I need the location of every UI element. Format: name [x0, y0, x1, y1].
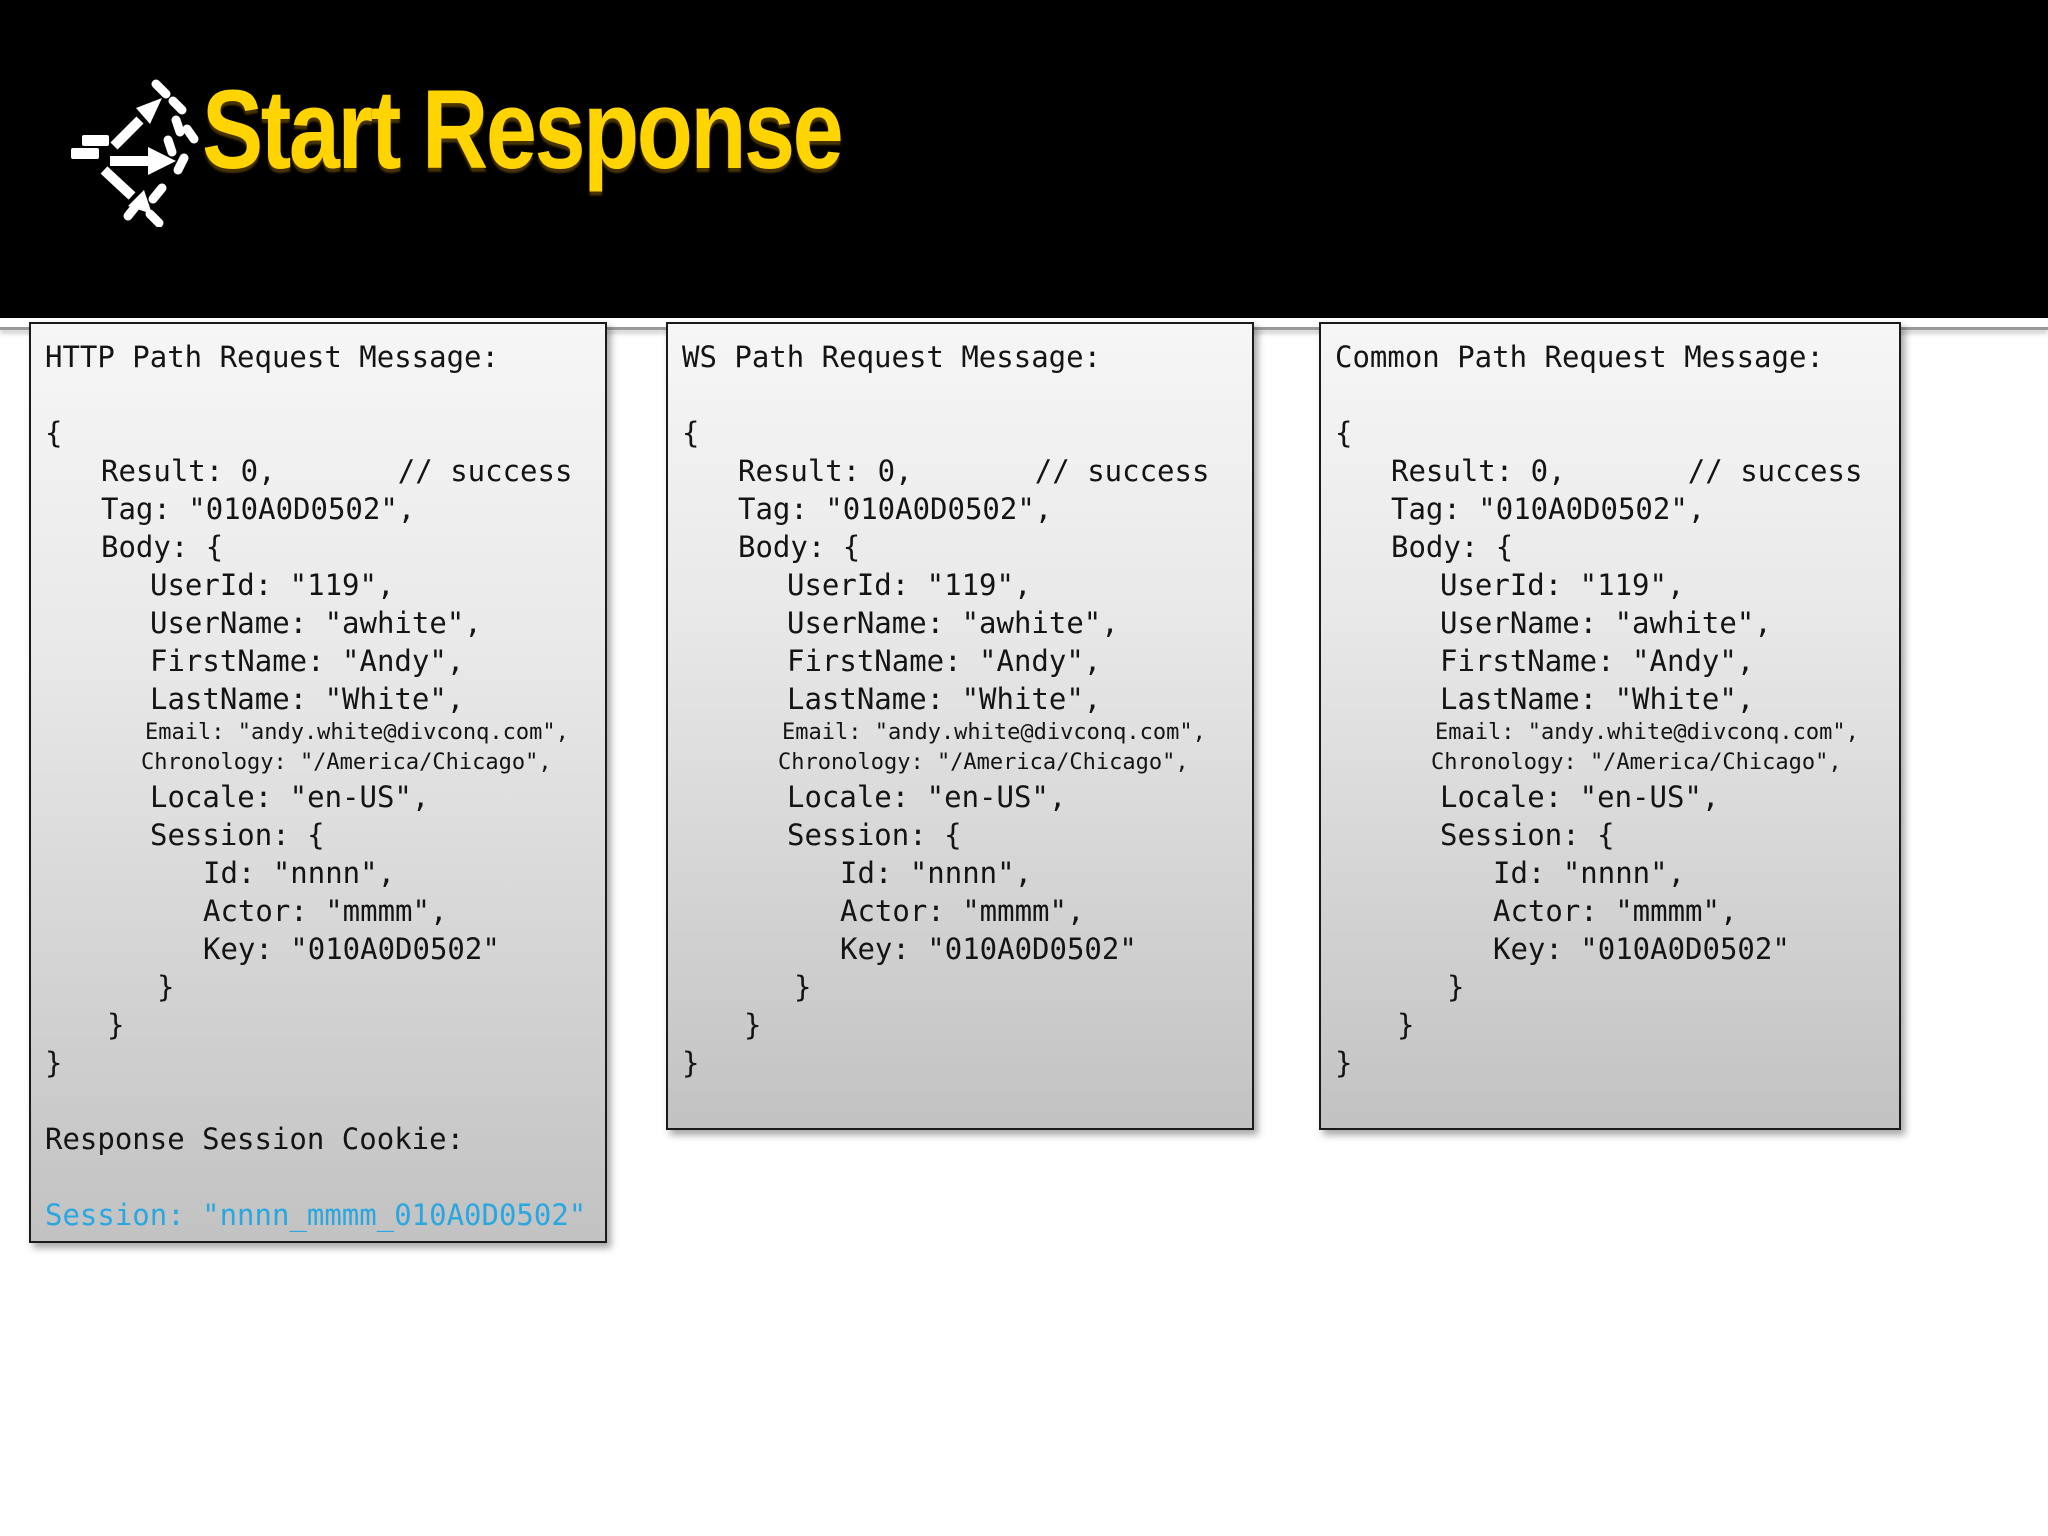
code-line: } [107, 1008, 125, 1042]
code-line: } [1447, 970, 1465, 1004]
code-line: } [45, 1046, 63, 1080]
code-line: Actor: "mmmm", [203, 894, 448, 928]
code-line: Email: "andy.white@divconq.com", [145, 720, 569, 745]
slide-header: Start Response [0, 0, 2048, 318]
http-path-message-panel: HTTP Path Request Message: { Result: 0, /… [29, 322, 607, 1243]
code-line: Result: 0, // success [1391, 454, 1863, 488]
panel-title: WS Path Request Message: [682, 340, 1102, 374]
code-line: FirstName: "Andy", [787, 644, 1102, 678]
code-line: Result: 0, // success [101, 454, 573, 488]
ws-path-message-panel: WS Path Request Message: { Result: 0, // … [666, 322, 1254, 1130]
code-line: Key: "010A0D0502" [1493, 932, 1790, 966]
code-line: Key: "010A0D0502" [840, 932, 1137, 966]
code-line: LastName: "White", [787, 682, 1102, 716]
code-line: Locale: "en-US", [150, 780, 430, 814]
code-line: Locale: "en-US", [1440, 780, 1720, 814]
panel-title: Common Path Request Message: [1335, 340, 1824, 374]
code-line: Chronology: "/America/Chicago", [778, 750, 1189, 775]
code-line: Result: 0, // success [738, 454, 1210, 488]
code-line: Session: { [150, 818, 325, 852]
code-line: Session: { [787, 818, 962, 852]
response-session-cookie-heading: Response Session Cookie: [45, 1122, 465, 1156]
code-line: LastName: "White", [1440, 682, 1755, 716]
code-line: Email: "andy.white@divconq.com", [782, 720, 1206, 745]
code-line: UserId: "119", [787, 568, 1032, 602]
code-line: FirstName: "Andy", [1440, 644, 1755, 678]
code-line: UserId: "119", [1440, 568, 1685, 602]
code-line: } [1335, 1046, 1353, 1080]
code-line: Email: "andy.white@divconq.com", [1435, 720, 1859, 745]
code-line: { [45, 416, 63, 450]
code-line: Id: "nnnn", [840, 856, 1033, 890]
code-line: } [794, 970, 812, 1004]
code-line: { [682, 416, 700, 450]
scatter-arrows-icon [71, 79, 199, 227]
code-line: { [1335, 416, 1353, 450]
session-cookie-value: Session: "nnnn_mmmm_010A0D0502" [45, 1198, 587, 1232]
panel-title: HTTP Path Request Message: [45, 340, 499, 374]
code-line: UserName: "awhite", [1440, 606, 1772, 640]
code-line: } [1397, 1008, 1415, 1042]
code-line: } [682, 1046, 700, 1080]
code-line: Actor: "mmmm", [840, 894, 1085, 928]
code-line: Id: "nnnn", [203, 856, 396, 890]
code-line: Actor: "mmmm", [1493, 894, 1738, 928]
code-line: UserName: "awhite", [150, 606, 482, 640]
code-line: LastName: "White", [150, 682, 465, 716]
code-line: Chronology: "/America/Chicago", [141, 750, 552, 775]
common-path-message-panel: Common Path Request Message: { Result: 0,… [1319, 322, 1901, 1130]
slide-title: Start Response [202, 67, 844, 192]
code-line: Body: { [1391, 530, 1514, 564]
code-line: Session: { [1440, 818, 1615, 852]
code-line: Tag: "010A0D0502", [1391, 492, 1706, 526]
code-line: } [157, 970, 175, 1004]
code-line: Chronology: "/America/Chicago", [1431, 750, 1842, 775]
code-line: } [744, 1008, 762, 1042]
code-line: Body: { [738, 530, 861, 564]
code-line: FirstName: "Andy", [150, 644, 465, 678]
code-line: Locale: "en-US", [787, 780, 1067, 814]
code-line: UserName: "awhite", [787, 606, 1119, 640]
code-line: Tag: "010A0D0502", [738, 492, 1053, 526]
code-line: Tag: "010A0D0502", [101, 492, 416, 526]
code-line: Key: "010A0D0502" [203, 932, 500, 966]
code-line: Body: { [101, 530, 224, 564]
code-line: UserId: "119", [150, 568, 395, 602]
code-line: Id: "nnnn", [1493, 856, 1686, 890]
